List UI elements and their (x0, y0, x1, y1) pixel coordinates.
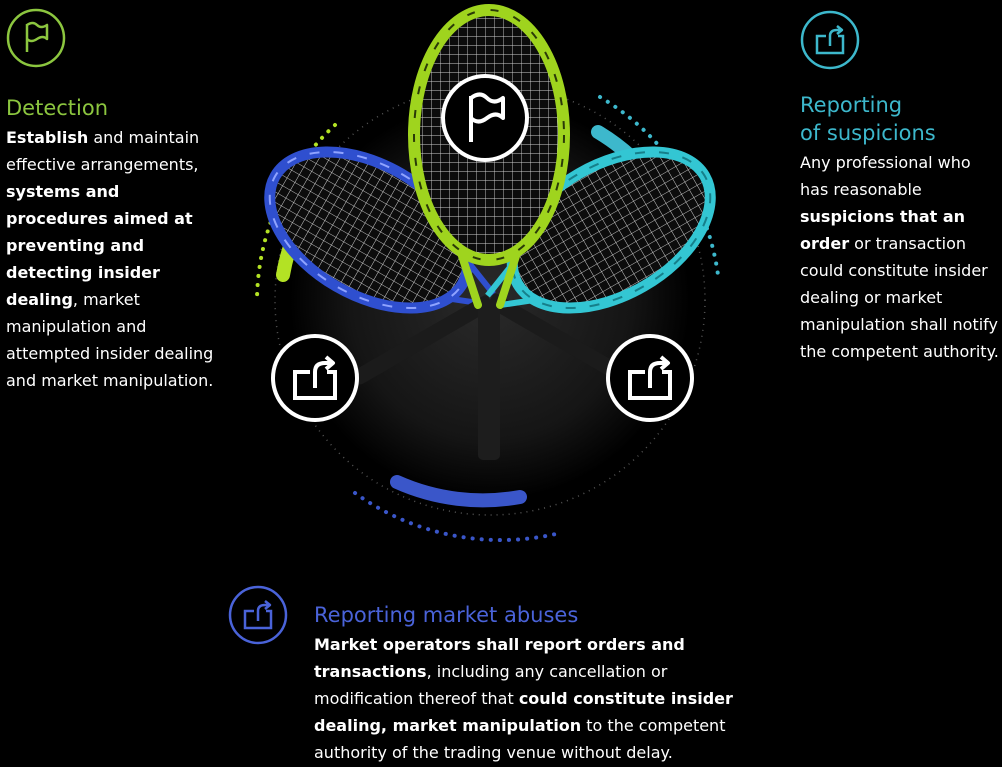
text-segment: could constitute insider dealing, market… (314, 689, 733, 735)
text-segment: , including any cancellation or modifica… (314, 662, 668, 708)
text-segment: Any professional who has reasonable (800, 153, 971, 199)
text-segment: Establish (6, 128, 89, 147)
cyan-racket (352, 146, 716, 385)
reporting-title-line1: Reporting (800, 93, 903, 117)
cyan-racket-handle (352, 295, 494, 385)
export-icon (606, 334, 694, 422)
rackets-diagram (255, 4, 720, 543)
detection-icon-circle (6, 8, 66, 68)
abuse-dots (353, 491, 562, 543)
text-segment: to the competent authority of the tradin… (314, 716, 726, 762)
blue-racket (264, 146, 629, 383)
text-segment: suspicions that an order (800, 207, 966, 253)
green-racket-handle (478, 300, 500, 460)
export-icon (800, 10, 860, 70)
detection-text: Establish and maintain effective arrange… (6, 124, 216, 394)
text-segment: Market operators shall report orders and… (314, 635, 685, 681)
reporting-icon-circle (800, 10, 860, 70)
export-icon (271, 334, 359, 422)
reporting-text: Any professional who has reasonable susp… (800, 149, 1000, 365)
text-segment: and maintain effective arrangements, (6, 128, 200, 174)
abuse-arc (390, 475, 527, 508)
flag-icon (441, 74, 529, 162)
flag-icon (6, 8, 66, 68)
export-icon (228, 585, 288, 645)
blue-racket-handle (487, 293, 629, 383)
green-racket (408, 4, 570, 460)
text-segment: or transaction could constitute insider … (800, 234, 999, 361)
text-segment: , market manipulation and attempted insi… (6, 290, 214, 390)
text-segment: systems and procedures aimed at preventi… (6, 182, 193, 309)
abuse-icon-circle (228, 585, 288, 645)
reporting-title: Reporting of suspicions (800, 91, 1000, 147)
abuse-text: Market operators shall report orders and… (314, 631, 764, 766)
detection-title: Detection (6, 96, 109, 120)
reporting-title-line2: of suspicions (800, 121, 936, 145)
abuse-title: Reporting market abuses (314, 603, 579, 627)
dotted-ring (274, 84, 706, 516)
